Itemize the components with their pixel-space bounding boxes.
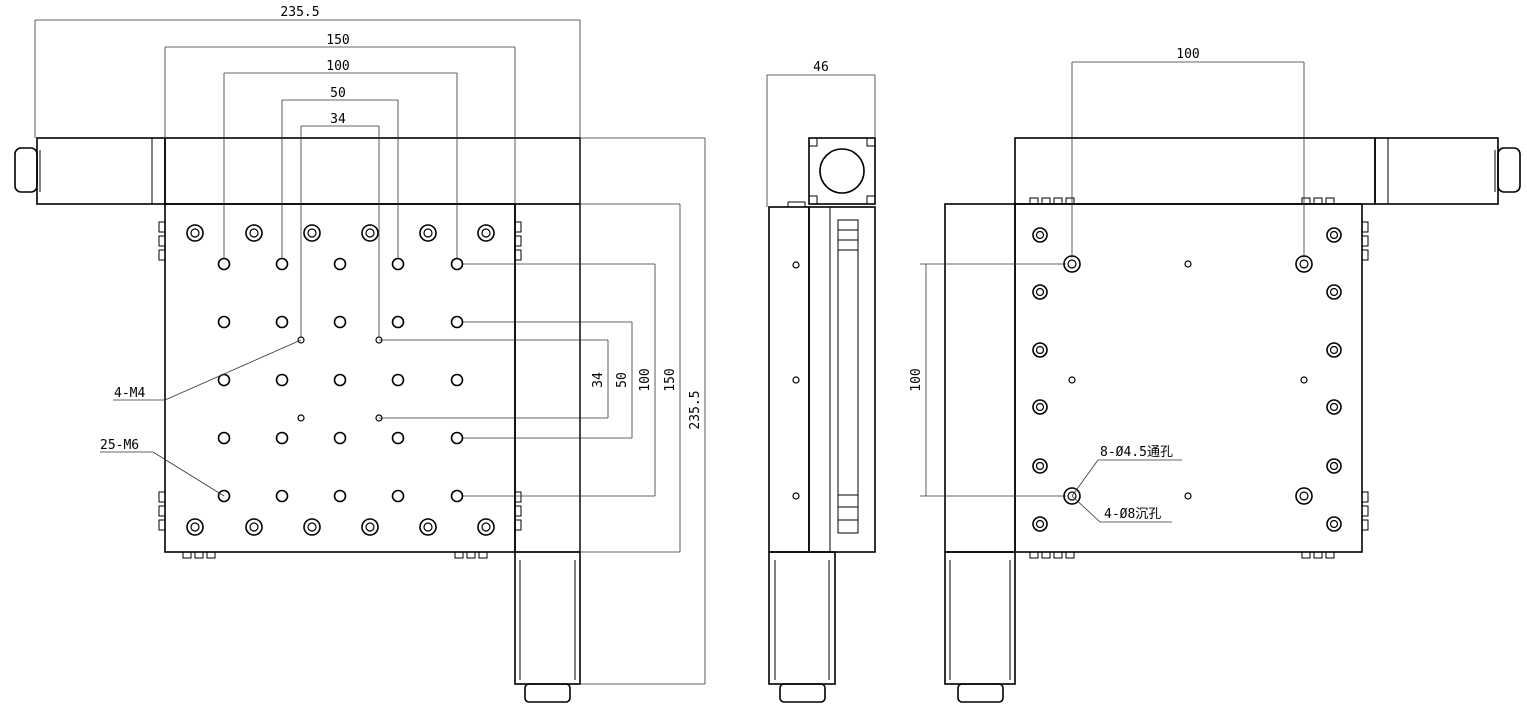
top-view-horizontal-dims: [34, 19, 581, 552]
bottom-knob: [957, 683, 1004, 703]
knob-left: [14, 147, 38, 193]
side-motor-bottom: [768, 551, 836, 685]
top-view: 235.5 150 100 50 34 34 50 100 150 235.5: [14, 5, 706, 703]
top-view-vertical-dims: [379, 137, 706, 685]
bottom-side-rail: [944, 203, 1016, 553]
callout-counterbore: 4-Ø8沉孔: [1104, 507, 1161, 522]
motor-end: [808, 137, 876, 205]
top-view-leaders: [100, 339, 302, 497]
corner-holes-top-row: [186, 224, 495, 242]
callout-m6: 25-M6: [100, 438, 139, 453]
dim-thickness: 46: [813, 60, 829, 75]
bottom-carriage-top: [1014, 137, 1376, 205]
bottom-motor-right: [1374, 137, 1499, 205]
callout-m4: 4-M4: [114, 386, 145, 401]
side-view: 46: [766, 60, 876, 703]
dim-vert-100: 100: [638, 368, 653, 391]
counterbore-holes: [1063, 255, 1313, 505]
dim-vert-overall: 235.5: [688, 390, 703, 429]
motor-shaft-circle: [819, 148, 865, 194]
dim-vert-34: 34: [591, 372, 606, 388]
carriage-top: [164, 137, 581, 205]
motor-housing-bottom: [514, 551, 581, 685]
bottom-motor: [944, 551, 1016, 685]
dim-bottom-horiz-100: 100: [1176, 47, 1199, 62]
top-view-holes: [186, 224, 495, 536]
dim-bottom-vert-100: 100: [909, 368, 924, 391]
side-carriage: [808, 206, 876, 553]
dim-width-150: 150: [326, 33, 349, 48]
dim-overall-width: 235.5: [280, 5, 319, 20]
side-plate: [768, 206, 810, 553]
bottom-view-leaders: [1071, 459, 1182, 523]
side-rail: [514, 203, 581, 553]
bottom-view: 100 100 8-Ø4.5通孔 4-Ø8沉孔: [909, 47, 1521, 703]
edge-clips: [158, 221, 522, 559]
knob-bottom: [524, 683, 571, 703]
callout-through-holes: 8-Ø4.5通孔: [1100, 445, 1173, 460]
bottom-knob-right: [1497, 147, 1521, 193]
through-holes: [1068, 260, 1308, 500]
dim-width-34: 34: [330, 112, 346, 127]
corner-holes-bottom-row: [186, 518, 495, 536]
dim-width-50: 50: [330, 86, 346, 101]
bearing-blocks: [837, 219, 859, 534]
side-knob: [779, 683, 826, 703]
bottom-plate: [1014, 203, 1363, 553]
dim-vert-50: 50: [615, 372, 630, 388]
m6-grid-holes: [217, 257, 464, 503]
dim-vert-150: 150: [663, 368, 678, 391]
motor-housing-left: [36, 137, 166, 205]
dim-width-100: 100: [326, 59, 349, 74]
bottom-edge-clips: [1029, 197, 1369, 559]
